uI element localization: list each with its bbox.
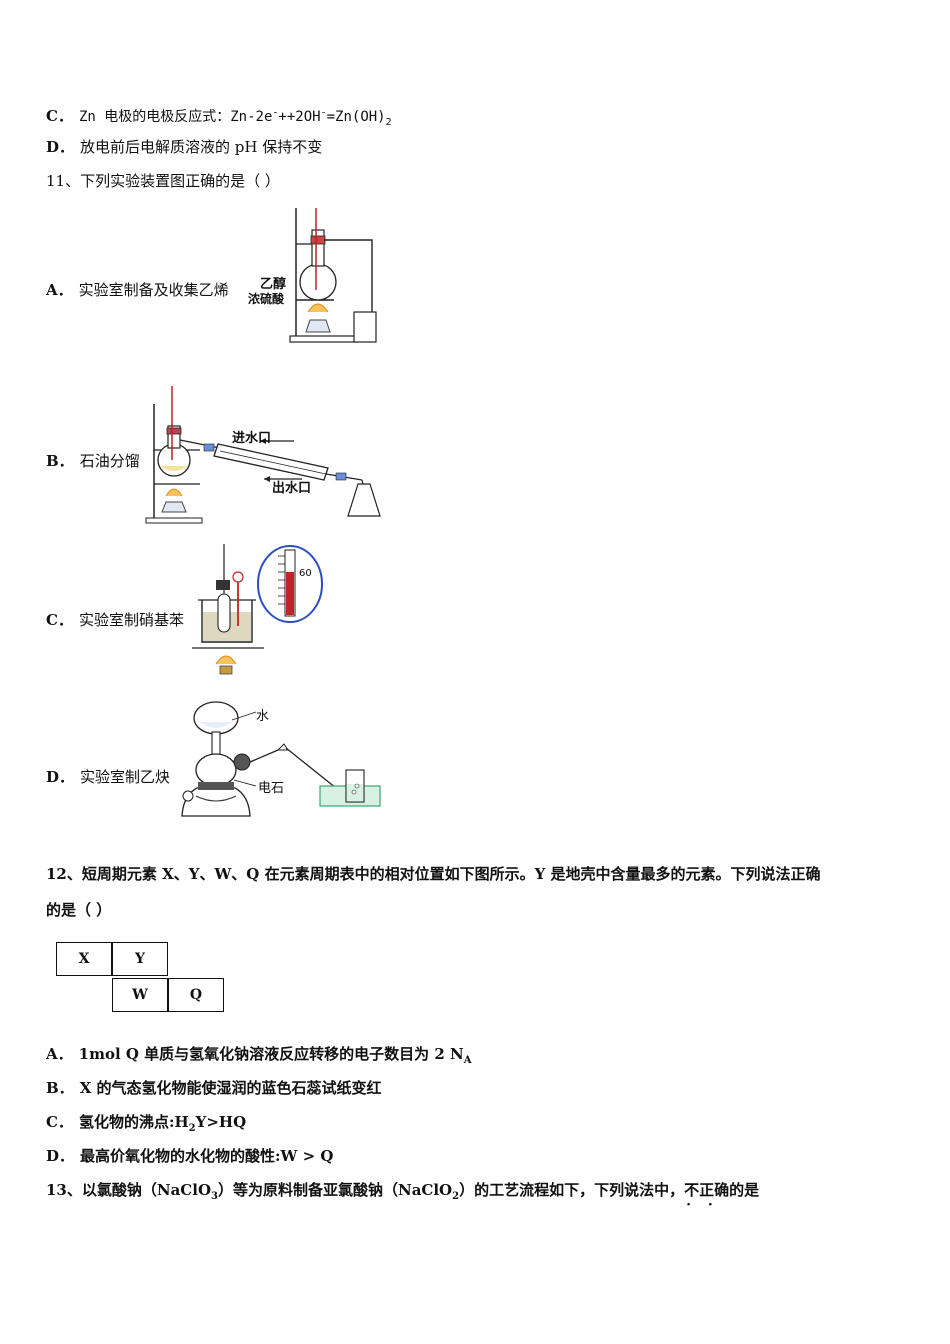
q12-option-b: B． X 的气态氢化物能使湿润的蓝色石蕊试纸变红 xyxy=(46,1078,382,1098)
q13-stem: 13、以氯酸钠（NaClO3）等为原料制备亚氯酸钠（NaClO2）的工艺流程如下… xyxy=(46,1180,759,1207)
option-text: 放电前后电解质溶液的 pH 保持不变 xyxy=(80,138,323,156)
option-text: 实验室制硝基苯 xyxy=(78,611,184,629)
label-sulfuric-acid: 浓硫酸 xyxy=(248,291,285,306)
q12-option-d: D． 最高价氧化物的水化物的酸性:W > Q xyxy=(46,1146,333,1166)
option-label: A． xyxy=(46,281,73,299)
option-text: 氢化物的沸点:H2Y>HQ xyxy=(78,1113,247,1134)
label-calcium-carbide: 电石 xyxy=(258,781,284,796)
cell-y: Y xyxy=(112,942,168,976)
option-label: D． xyxy=(46,1147,75,1165)
cell-w: W xyxy=(112,978,168,1012)
label-water: 水 xyxy=(256,709,269,724)
apparatus-a-figure: 乙醇 浓硫酸 xyxy=(248,208,377,343)
option-text: 石油分馏 xyxy=(79,452,140,470)
q12-option-c: C． 氢化物的沸点:H2Y>HQ xyxy=(46,1112,246,1139)
q11-option-d: D． 实验室制乙炔 xyxy=(46,767,170,787)
q11-option-a: A． 实验室制备及收集乙烯 xyxy=(46,280,229,300)
option-text: 最高价氧化物的水化物的酸性:W > Q xyxy=(80,1147,334,1165)
q12-option-a: A． 1mol Q 单质与氢氧化钠溶液反应转移的电子数目为 2 NA xyxy=(46,1044,472,1071)
q11-stem: 11、下列实验装置图正确的是（ ） xyxy=(46,172,280,190)
option-label: A． xyxy=(46,1045,73,1063)
q12-stem-line-1: 12、短周期元素 X、Y、W、Q 在元素周期表中的相对位置如下图所示。Y 是地壳… xyxy=(46,865,821,883)
option-label: D． xyxy=(46,768,75,786)
apparatus-c-figure: 60 xyxy=(192,544,323,675)
q10-option-d: D． 放电前后电解质溶液的 pH 保持不变 xyxy=(46,137,322,157)
option-label: B． xyxy=(46,452,74,470)
cell-x: X xyxy=(56,942,112,976)
thermometer-reading: 60 xyxy=(299,568,312,579)
option-text: Zn 电极的电极反应式：Zn-2e-++2OH-=Zn(OH)2 xyxy=(78,107,392,128)
cell-q: Q xyxy=(168,978,224,1012)
option-label: D． xyxy=(46,138,75,156)
periodic-table-fragment: X Y W Q xyxy=(56,942,228,1014)
q11-option-b: B． 石油分馏 xyxy=(46,451,140,471)
label-water-outlet: 出水口 xyxy=(272,480,311,496)
label-ethanol: 乙醇 xyxy=(260,276,286,292)
emphasis-not-correct: 不正确 xyxy=(684,1181,729,1199)
option-label: B． xyxy=(46,1079,74,1097)
option-text: X 的气态氢化物能使湿润的蓝色石蕊试纸变红 xyxy=(79,1079,382,1097)
label-water-inlet: 进水口 xyxy=(232,430,271,446)
option-text: 实验室制备及收集乙烯 xyxy=(78,281,229,299)
q10-option-c: C． Zn 电极的电极反应式：Zn-2e-++2OH-=Zn(OH)2 xyxy=(46,103,392,132)
option-label: C． xyxy=(46,611,73,629)
apparatus-d-figure: 水 电石 xyxy=(181,701,381,817)
q12-stem-line-2: 的是（ ） xyxy=(46,901,112,919)
option-label: C． xyxy=(46,1113,73,1131)
option-text: 1mol Q 单质与氢氧化钠溶液反应转移的电子数目为 2 NA xyxy=(78,1045,472,1066)
q11-option-c: C． 实验室制硝基苯 xyxy=(46,610,184,630)
option-text: 实验室制乙炔 xyxy=(80,768,171,786)
apparatus-b-figure: 进水口 出水口 xyxy=(145,386,381,524)
option-label: C． xyxy=(46,106,73,125)
